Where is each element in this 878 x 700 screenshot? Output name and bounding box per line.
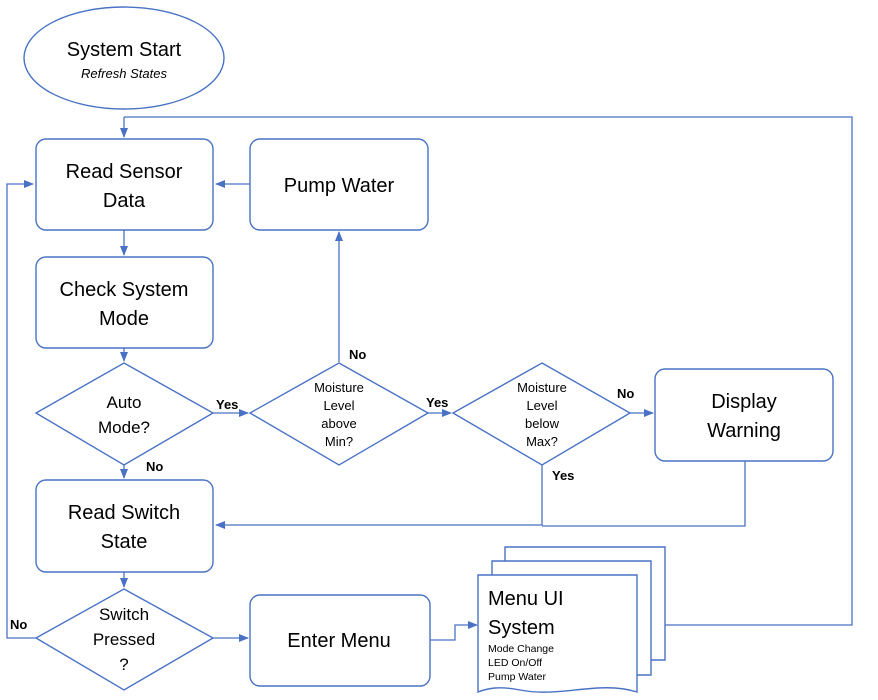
edge-label-max-yes: Yes: [552, 468, 574, 483]
read-sensor-node: Read Sensor Data: [35, 138, 214, 231]
moisture-min-line2: Level: [323, 398, 354, 413]
edge-menu-ui-loop-back: [124, 116, 853, 626]
system-start-subtitle: Refresh States: [81, 66, 167, 81]
display-warning-line1: Display: [711, 391, 777, 413]
check-mode-node: Check System Mode: [35, 256, 214, 349]
edge-label-max-no: No: [617, 386, 634, 401]
check-mode-line2: Mode: [99, 308, 149, 330]
pump-water-node: Pump Water: [249, 138, 429, 231]
auto-mode-line2: Mode?: [98, 418, 150, 437]
edges: [6, 116, 853, 642]
moisture-min-line3: above: [321, 416, 356, 431]
edge-labels: Yes No Yes No No Yes No: [10, 347, 634, 632]
display-warning-line2: Warning: [707, 420, 781, 442]
pump-water-label: Pump Water: [284, 175, 395, 197]
switch-pressed-line1: Switch: [99, 605, 149, 624]
edge-max-yes-to-read-switch: [215, 465, 543, 529]
edge-warning-to-read-switch: [542, 461, 746, 527]
system-start-node: System Start Refresh States: [23, 6, 225, 110]
enter-menu-node: Enter Menu: [249, 594, 431, 687]
edge-label-auto-no: No: [146, 459, 163, 474]
menu-ui-item: LED On/Off: [488, 657, 542, 669]
read-switch-node: Read Switch State: [35, 479, 214, 573]
read-sensor-line2: Data: [103, 190, 146, 212]
display-warning-node: Display Warning: [654, 368, 834, 462]
read-switch-line1: Read Switch: [68, 502, 180, 524]
moisture-max-line4: Max?: [526, 434, 558, 449]
edge-label-min-no: No: [349, 347, 366, 362]
edge-label-switch-no: No: [10, 617, 27, 632]
menu-ui-node: Menu UI System Mode Change LED On/Off Pu…: [477, 546, 666, 694]
menu-ui-line1: Menu UI: [488, 588, 564, 610]
edge-label-min-yes: Yes: [426, 395, 448, 410]
edge-label-auto-yes: Yes: [216, 397, 238, 412]
moisture-max-line2: Level: [526, 398, 557, 413]
menu-ui-item: Pump Water: [488, 671, 546, 683]
edge-enter-menu-to-menu-ui: [430, 621, 478, 641]
switch-pressed-line3: ?: [119, 655, 128, 674]
auto-mode-line1: Auto: [107, 393, 142, 412]
moisture-min-line1: Moisture: [314, 380, 364, 395]
moisture-min-decision: Moisture Level above Min?: [248, 362, 430, 466]
check-mode-line1: Check System: [60, 279, 189, 301]
enter-menu-label: Enter Menu: [287, 630, 390, 652]
moisture-max-line1: Moisture: [517, 380, 567, 395]
read-switch-line2: State: [101, 531, 148, 553]
switch-pressed-line2: Pressed: [93, 630, 155, 649]
menu-ui-line2: System: [488, 617, 555, 639]
auto-mode-decision: Auto Mode?: [34, 362, 215, 466]
edge-switch-no-to-read-sensor: [6, 180, 36, 639]
menu-ui-item: Mode Change: [488, 643, 554, 655]
system-start-title: System Start: [67, 39, 182, 61]
moisture-min-line4: Min?: [325, 434, 353, 449]
read-sensor-line1: Read Sensor: [66, 161, 183, 183]
moisture-max-line3: below: [525, 416, 560, 431]
switch-pressed-decision: Switch Pressed ?: [34, 588, 215, 691]
moisture-max-decision: Moisture Level below Max?: [451, 362, 632, 466]
